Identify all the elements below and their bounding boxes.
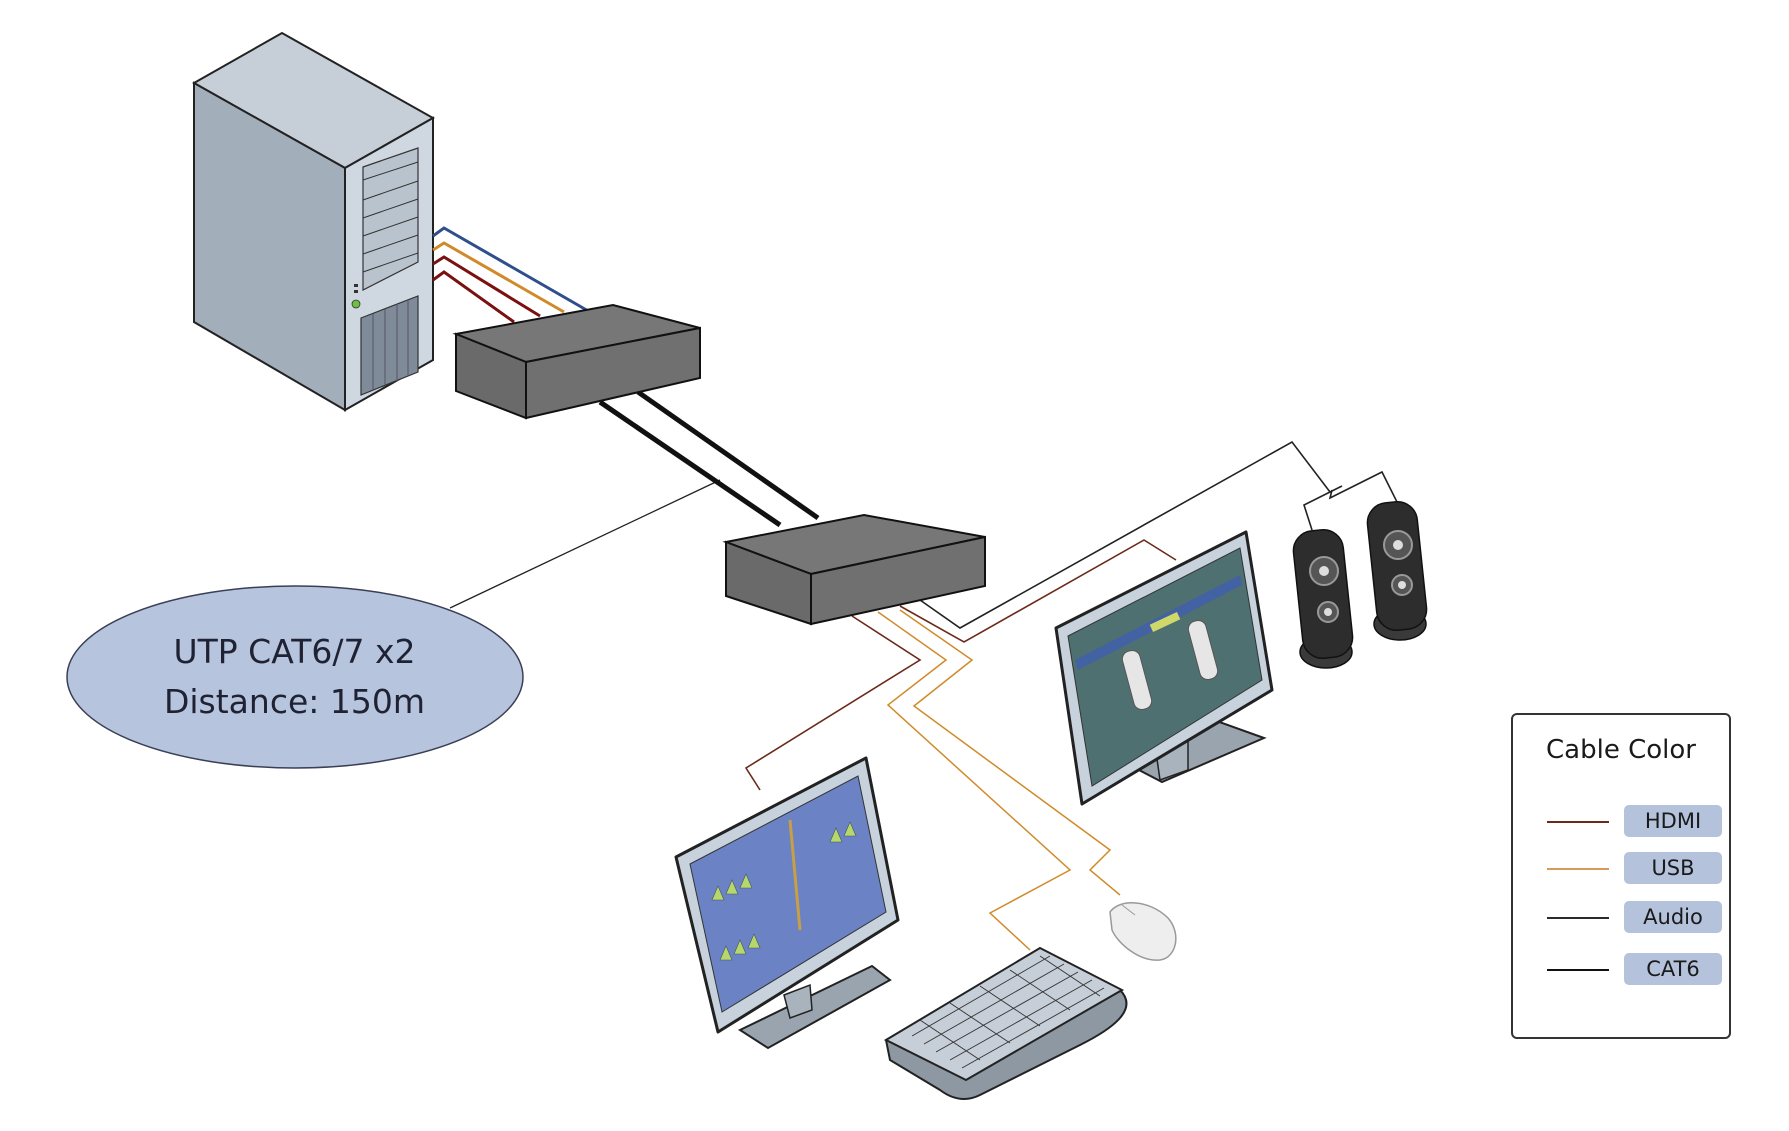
tower-grille bbox=[360, 295, 419, 396]
cable-blue bbox=[432, 226, 591, 314]
receiver-cables bbox=[744, 440, 1401, 951]
legend-label-hdmi: HDMI bbox=[1624, 805, 1722, 837]
monitor-stand bbox=[737, 964, 892, 1050]
cat6-cable-2 bbox=[636, 389, 820, 521]
cat6-cable-1 bbox=[598, 399, 782, 528]
legend-label-usb: USB bbox=[1624, 852, 1722, 884]
callout-leader-line bbox=[449, 479, 721, 609]
cat6-cables bbox=[598, 389, 820, 528]
speakers bbox=[1292, 500, 1428, 669]
legend-line-cat6 bbox=[1547, 969, 1609, 971]
monitor-screen bbox=[1067, 547, 1263, 787]
cable-hdmi bbox=[432, 255, 541, 318]
keyboard-keys bbox=[911, 955, 1105, 1069]
legend-line-usb bbox=[1547, 868, 1609, 870]
speaker-right bbox=[1366, 500, 1428, 641]
cable-hdmi-left bbox=[744, 615, 922, 791]
legend-item-hdmi: HDMI bbox=[1513, 805, 1729, 839]
legend-item-usb: USB bbox=[1513, 852, 1729, 886]
legend-title: Cable Color bbox=[1546, 735, 1696, 765]
legend-item-cat6: CAT6 bbox=[1513, 953, 1729, 987]
callout-ellipse bbox=[66, 585, 524, 769]
cable-color-legend: Cable Color HDMI USB Audio CAT6 bbox=[1511, 713, 1731, 1039]
legend-line-hdmi bbox=[1547, 821, 1609, 823]
kvm-receiver[interactable] bbox=[722, 513, 986, 626]
legend-label-audio: Audio bbox=[1624, 901, 1722, 933]
keyboard bbox=[883, 946, 1128, 1100]
legend-line-audio bbox=[1547, 917, 1609, 919]
mouse bbox=[1109, 902, 1177, 961]
cable-hdmi-right bbox=[899, 539, 1177, 643]
monitor-lower-left bbox=[674, 756, 900, 1050]
cable-usb-keyboard bbox=[877, 611, 1072, 951]
cable-usb bbox=[432, 241, 565, 314]
power-button-icon bbox=[351, 299, 361, 309]
computer-tower bbox=[191, 31, 436, 412]
legend-label-cat6: CAT6 bbox=[1624, 953, 1722, 985]
monitor-upper-right bbox=[1054, 530, 1274, 806]
cable-usb-mouse bbox=[899, 609, 1121, 896]
speaker-left bbox=[1292, 528, 1354, 669]
cable-hdmi-2 bbox=[432, 270, 515, 324]
tower-cables bbox=[432, 226, 591, 324]
kvm-transmitter[interactable] bbox=[452, 303, 701, 420]
legend-item-audio: Audio bbox=[1513, 901, 1729, 935]
tower-drive-bays bbox=[362, 147, 419, 291]
cable-audio bbox=[919, 440, 1343, 629]
